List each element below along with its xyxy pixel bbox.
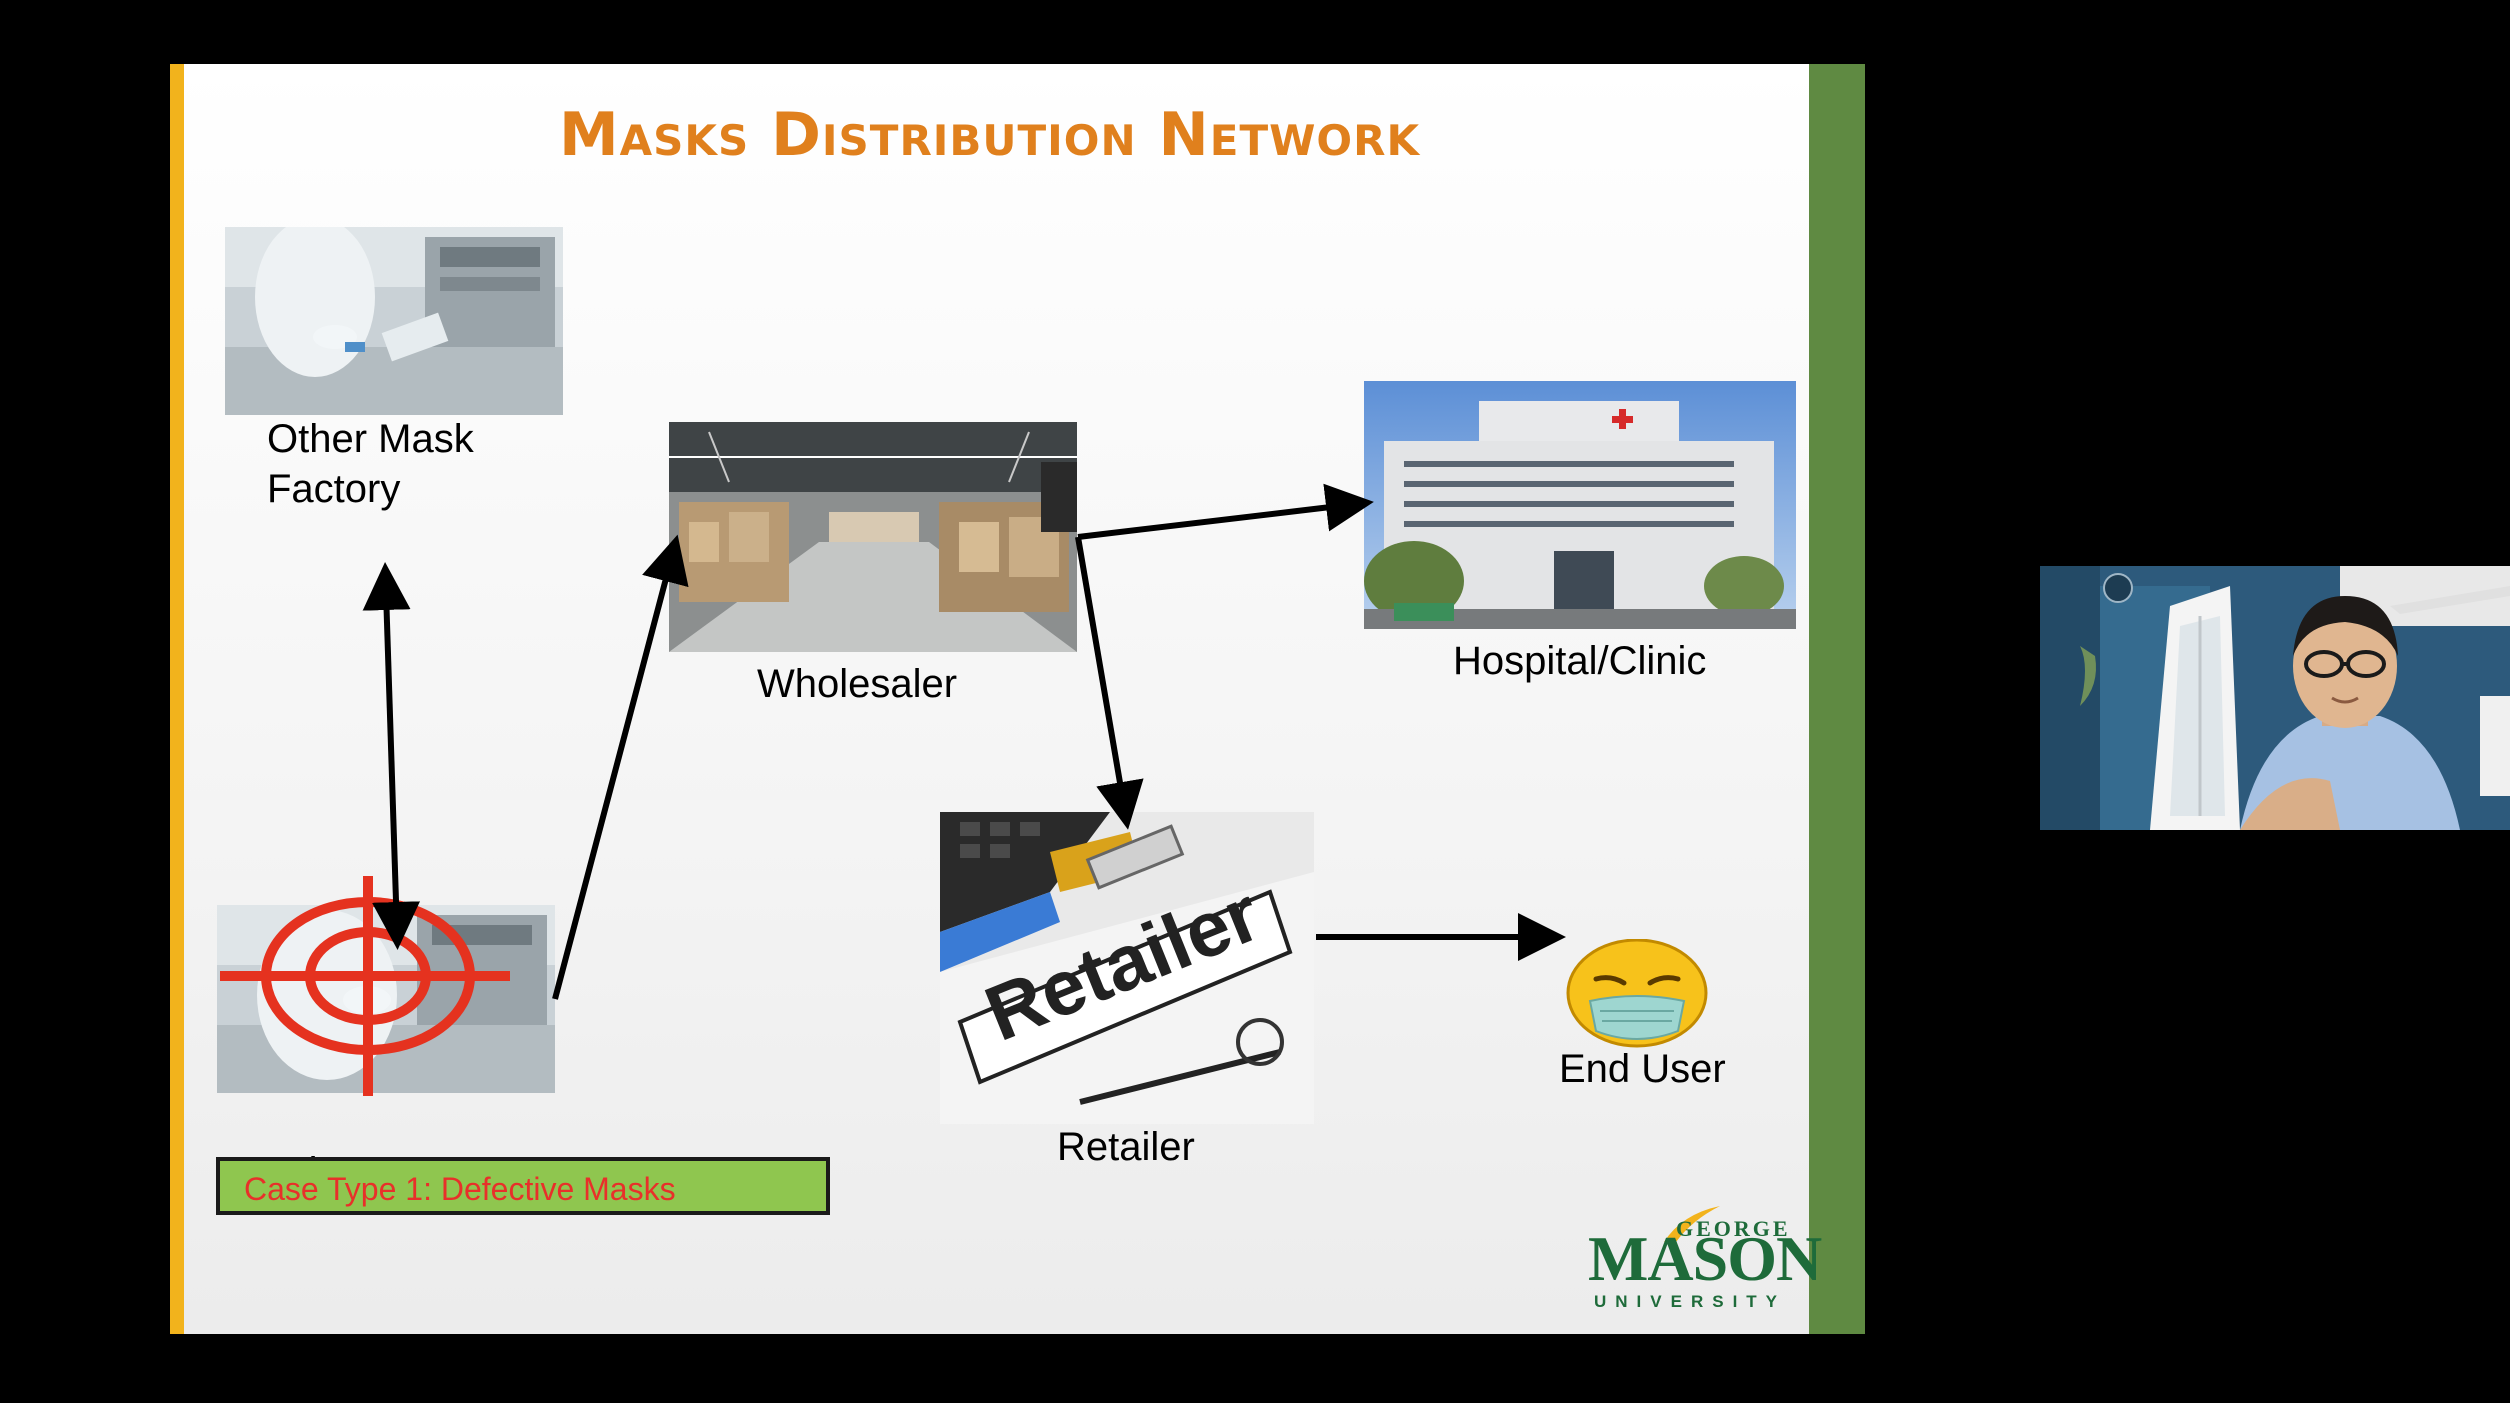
other-mask-factory-photo [225, 227, 563, 415]
presentation-slide: Masks Distribution Network Other Mask Fa… [170, 64, 1865, 1334]
end-user-emoji [1566, 939, 1708, 1049]
target-crosshair-icon [220, 876, 510, 1096]
retailer-label: Retailer [1057, 1125, 1195, 1169]
slide-title: Masks Distribution Network [558, 100, 1421, 170]
hospital-label: Hospital/Clinic [1453, 639, 1707, 683]
slide-accent-bar-left [170, 64, 184, 1334]
masked-face-emoji-icon [1566, 939, 1708, 1048]
logo-university-text: UNIVERSITY [1594, 1292, 1787, 1311]
hospital-photo [1364, 381, 1796, 629]
arrow-factory-wholesaler [552, 534, 689, 1000]
slide-accent-bar-right [1809, 64, 1865, 1334]
logo-swoosh-icon [1664, 1206, 1720, 1242]
arrow-wholesaler-retailer [1075, 536, 1144, 830]
arrow-wholesaler-hospital [1077, 483, 1374, 540]
webcam-thumbnail [2040, 566, 2510, 830]
end-user-label: End User [1559, 1047, 1726, 1091]
wholesaler-photo [669, 422, 1077, 652]
logo-mason-text: MASON [1588, 1223, 1822, 1294]
case-type-label: Case Type 1: Defective Masks [244, 1171, 676, 1207]
retailer-photo: Retailer [940, 812, 1314, 1124]
wholesaler-label: Wholesaler [757, 662, 958, 706]
logo-george-text: GEORGE [1676, 1216, 1791, 1241]
case-type-box: Case Type 1: Defective Masks [216, 1157, 830, 1215]
other-mask-factory-label: Other Mask Factory [267, 417, 474, 511]
gmu-logo: GEORGE MASON UNIVERSITY [1588, 1204, 1822, 1314]
